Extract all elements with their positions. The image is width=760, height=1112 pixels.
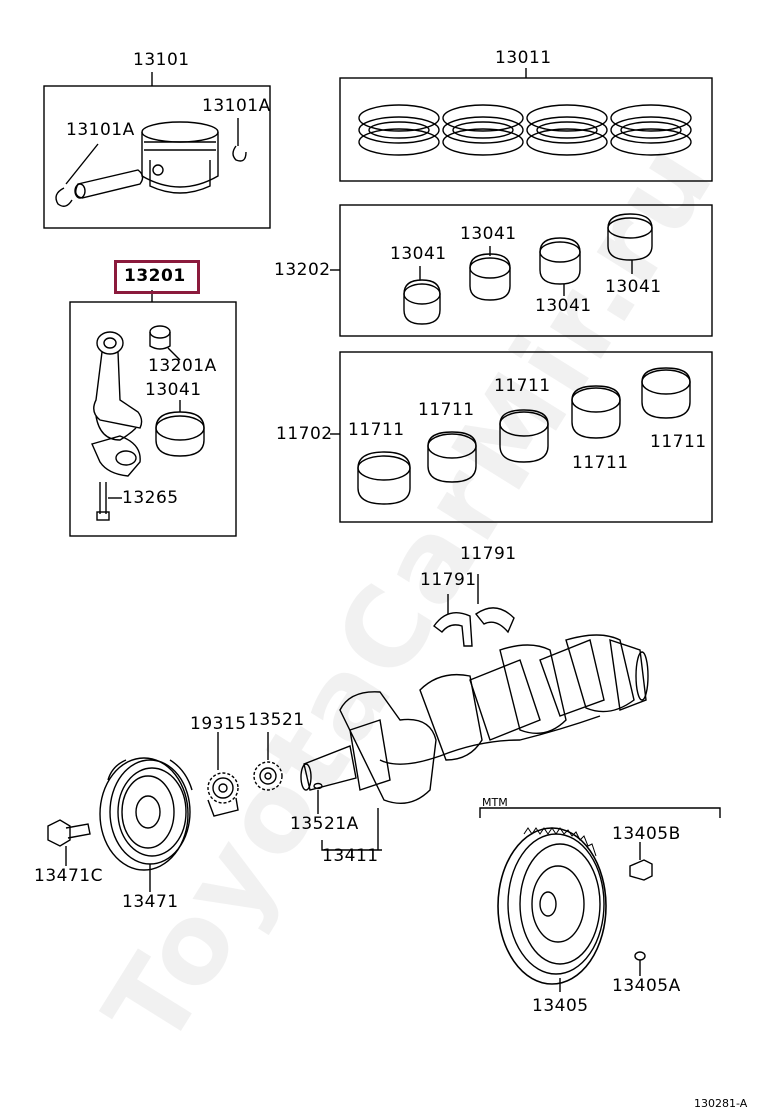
label-11702[interactable]: 11702 <box>276 424 333 444</box>
label-13011[interactable]: 13011 <box>495 48 552 68</box>
label-13405[interactable]: 13405 <box>532 996 589 1016</box>
main-bearings-icon <box>357 367 691 505</box>
label-13471[interactable]: 13471 <box>122 892 179 912</box>
label-13101[interactable]: 13101 <box>133 50 190 70</box>
label-13101a-right[interactable]: 13101A <box>202 96 271 116</box>
conrod-bearing-box <box>339 204 713 337</box>
label-13201[interactable]: 13201 <box>124 266 186 286</box>
flywheel-bolt-icon <box>629 859 653 881</box>
label-13521[interactable]: 13521 <box>248 710 305 730</box>
pulley-bolt-icon <box>47 819 91 847</box>
label-13411[interactable]: 13411 <box>322 846 379 866</box>
label-11791-right[interactable]: 11791 <box>460 544 517 564</box>
label-11791-left[interactable]: 11791 <box>420 570 477 590</box>
label-11711-a[interactable]: 11711 <box>348 420 405 440</box>
conrod-bushing-icon <box>149 325 171 350</box>
label-13405b[interactable]: 13405B <box>612 824 681 844</box>
connecting-rod-icon <box>91 331 143 477</box>
label-13201a[interactable]: 13201A <box>148 356 217 376</box>
label-13041-b[interactable]: 13041 <box>460 224 517 244</box>
figure-code: 130281-A <box>694 1097 748 1110</box>
label-19315[interactable]: 19315 <box>190 714 247 734</box>
label-11711-e[interactable]: 11711 <box>650 432 707 452</box>
snap-ring-right-icon <box>232 145 247 162</box>
highlight-box-13201 <box>114 260 200 294</box>
label-13041-d[interactable]: 13041 <box>605 277 662 297</box>
bearing-shells-icon <box>403 213 653 325</box>
crank-gear-icon <box>253 761 283 791</box>
timing-gear-icon <box>207 772 239 817</box>
gear-key-icon <box>313 782 323 790</box>
label-11711-c[interactable]: 11711 <box>494 376 551 396</box>
main-bearing-box <box>339 351 713 523</box>
piston-rings-icon <box>358 104 692 156</box>
label-13265[interactable]: 13265 <box>122 488 179 508</box>
flywheel-pin-icon <box>634 951 646 961</box>
label-11711-d[interactable]: 11711 <box>572 453 629 473</box>
label-13041-conrod[interactable]: 13041 <box>145 380 202 400</box>
label-13521a[interactable]: 13521A <box>290 814 359 834</box>
mtm-note: MTM <box>482 796 508 809</box>
thrust-washer-right-icon <box>474 607 515 634</box>
label-13041-c[interactable]: 13041 <box>535 296 592 316</box>
label-11711-b[interactable]: 11711 <box>418 400 475 420</box>
flywheel-icon <box>497 827 607 985</box>
conrod-bearing-icon <box>155 411 205 457</box>
label-13405a[interactable]: 13405A <box>612 976 681 996</box>
label-13471c[interactable]: 13471C <box>34 866 103 886</box>
piston-icon <box>141 121 219 194</box>
label-13202[interactable]: 13202 <box>274 260 331 280</box>
label-13101a-left[interactable]: 13101A <box>66 120 135 140</box>
crankshaft-icon <box>300 634 649 804</box>
piston-pin-icon <box>74 169 144 199</box>
piston-group-box <box>43 85 271 229</box>
thrust-washer-left-icon <box>433 612 473 647</box>
label-13041-a[interactable]: 13041 <box>390 244 447 264</box>
conrod-bolt-icon <box>96 482 122 521</box>
conrod-group-box <box>69 301 237 537</box>
crank-pulley-icon <box>99 757 193 871</box>
snap-ring-left-icon <box>55 187 73 207</box>
